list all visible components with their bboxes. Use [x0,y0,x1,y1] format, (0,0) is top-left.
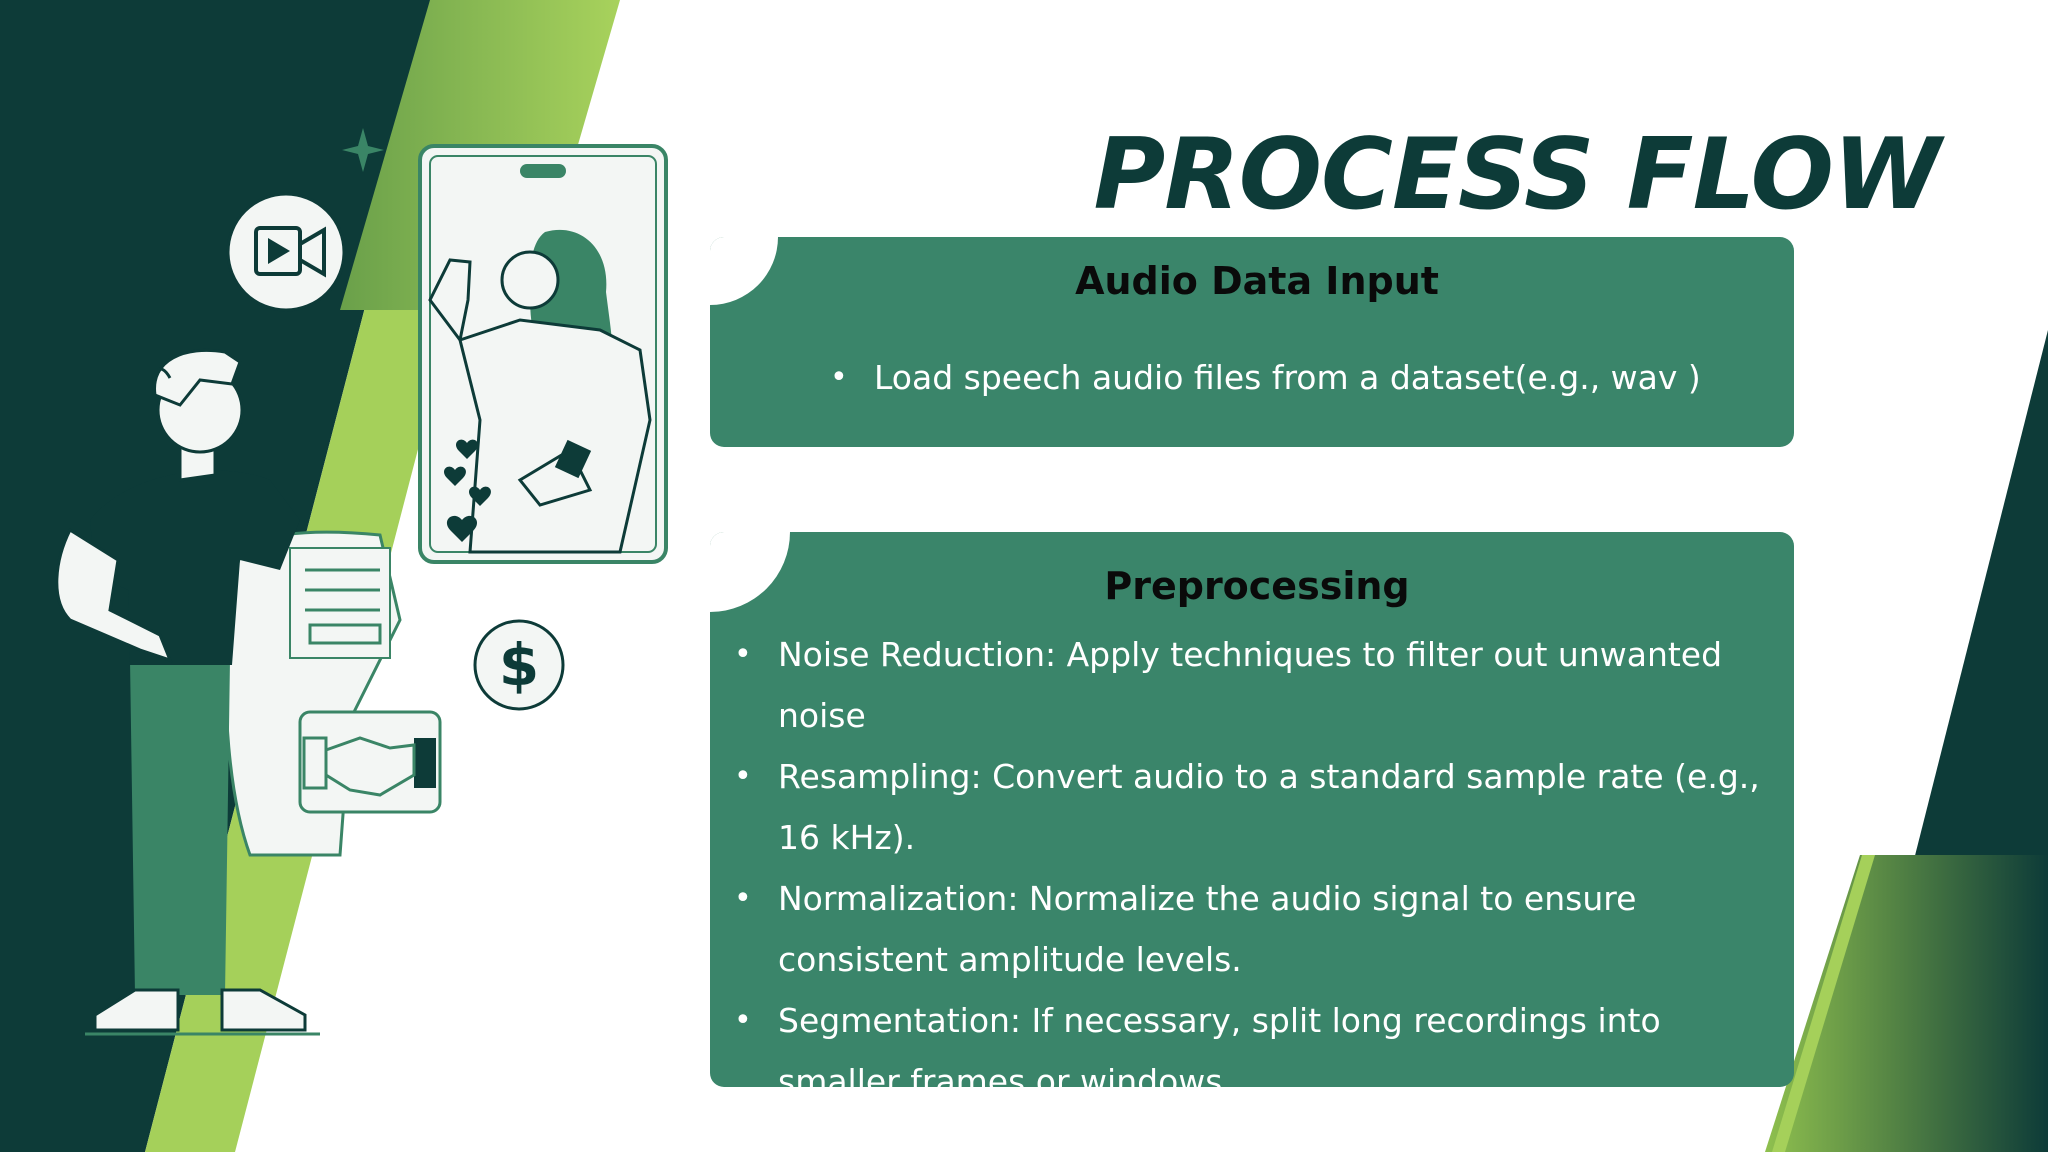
preprocessing-card: Preprocessing Noise Reduction: Apply tec… [710,532,1794,1087]
list-item: Load speech audio files from a dataset(e… [818,347,1758,408]
right-lime-edge [1772,855,1875,1152]
page-title: PROCESS FLOW [1093,118,1941,232]
svg-text:$: $ [499,631,539,699]
list-item: Segmentation: If necessary, split long r… [722,990,1782,1087]
list-item: Noise Reduction: Apply techniques to fil… [722,624,1782,746]
card-heading: Audio Data Input [1075,259,1439,303]
illustration: $ [55,128,668,1036]
bullet-list: Noise Reduction: Apply techniques to fil… [722,624,1782,1087]
sparkle-icon [342,128,384,172]
card-heading: Preprocessing [1104,564,1410,608]
dollar-coin-icon: $ [473,619,565,711]
video-camera-icon [226,192,346,312]
bullet-list: Load speech audio files from a dataset(e… [818,347,1758,408]
audio-data-input-card: Audio Data Input Load speech audio files… [710,237,1794,447]
hearts-icon [444,439,491,542]
list-item: Resampling: Convert audio to a standard … [722,746,1782,868]
list-item: Normalization: Normalize the audio signa… [722,868,1782,990]
right-lime-band [1765,855,2048,1152]
man-figure [55,348,320,1036]
smartphone-icon [418,144,668,564]
handshake-icon [298,710,442,814]
